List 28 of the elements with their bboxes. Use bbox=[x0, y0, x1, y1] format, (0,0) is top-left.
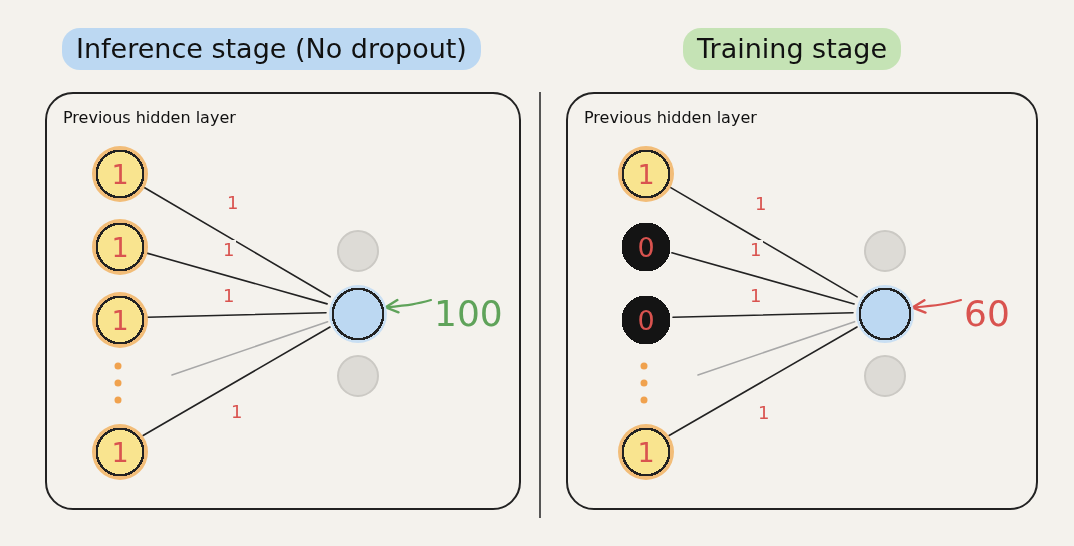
neuron bbox=[864, 355, 906, 397]
connection-line bbox=[171, 320, 329, 376]
stage-heading: Training stage bbox=[683, 28, 902, 70]
value-text: 60 bbox=[964, 292, 1020, 336]
arrow bbox=[384, 298, 433, 314]
input-neuron: 1 bbox=[92, 219, 148, 275]
connection-line bbox=[668, 326, 858, 437]
connection-line bbox=[668, 185, 858, 298]
layer-caption: Previous hidden layer bbox=[63, 108, 236, 127]
stage-heading: Inference stage (No dropout) bbox=[62, 28, 481, 70]
layer-caption: Previous hidden layer bbox=[584, 108, 757, 127]
neuron bbox=[337, 230, 379, 272]
arrow bbox=[911, 298, 963, 314]
input-neuron: 1 bbox=[92, 292, 148, 348]
input-neuron: 1 bbox=[92, 146, 148, 202]
connection-line bbox=[146, 311, 327, 319]
input-neuron: 1 bbox=[618, 146, 674, 202]
neuron bbox=[864, 230, 906, 272]
neuron bbox=[337, 355, 379, 397]
input-neuron: 1 bbox=[92, 424, 148, 480]
value-text: 100 bbox=[434, 292, 506, 336]
connection-line bbox=[145, 252, 328, 305]
connection-line bbox=[672, 311, 854, 319]
connection-line bbox=[671, 252, 855, 305]
connection-line bbox=[697, 320, 856, 376]
input-neuron: 1 bbox=[618, 424, 674, 480]
connection-line bbox=[142, 185, 331, 298]
connection-line bbox=[142, 326, 331, 437]
